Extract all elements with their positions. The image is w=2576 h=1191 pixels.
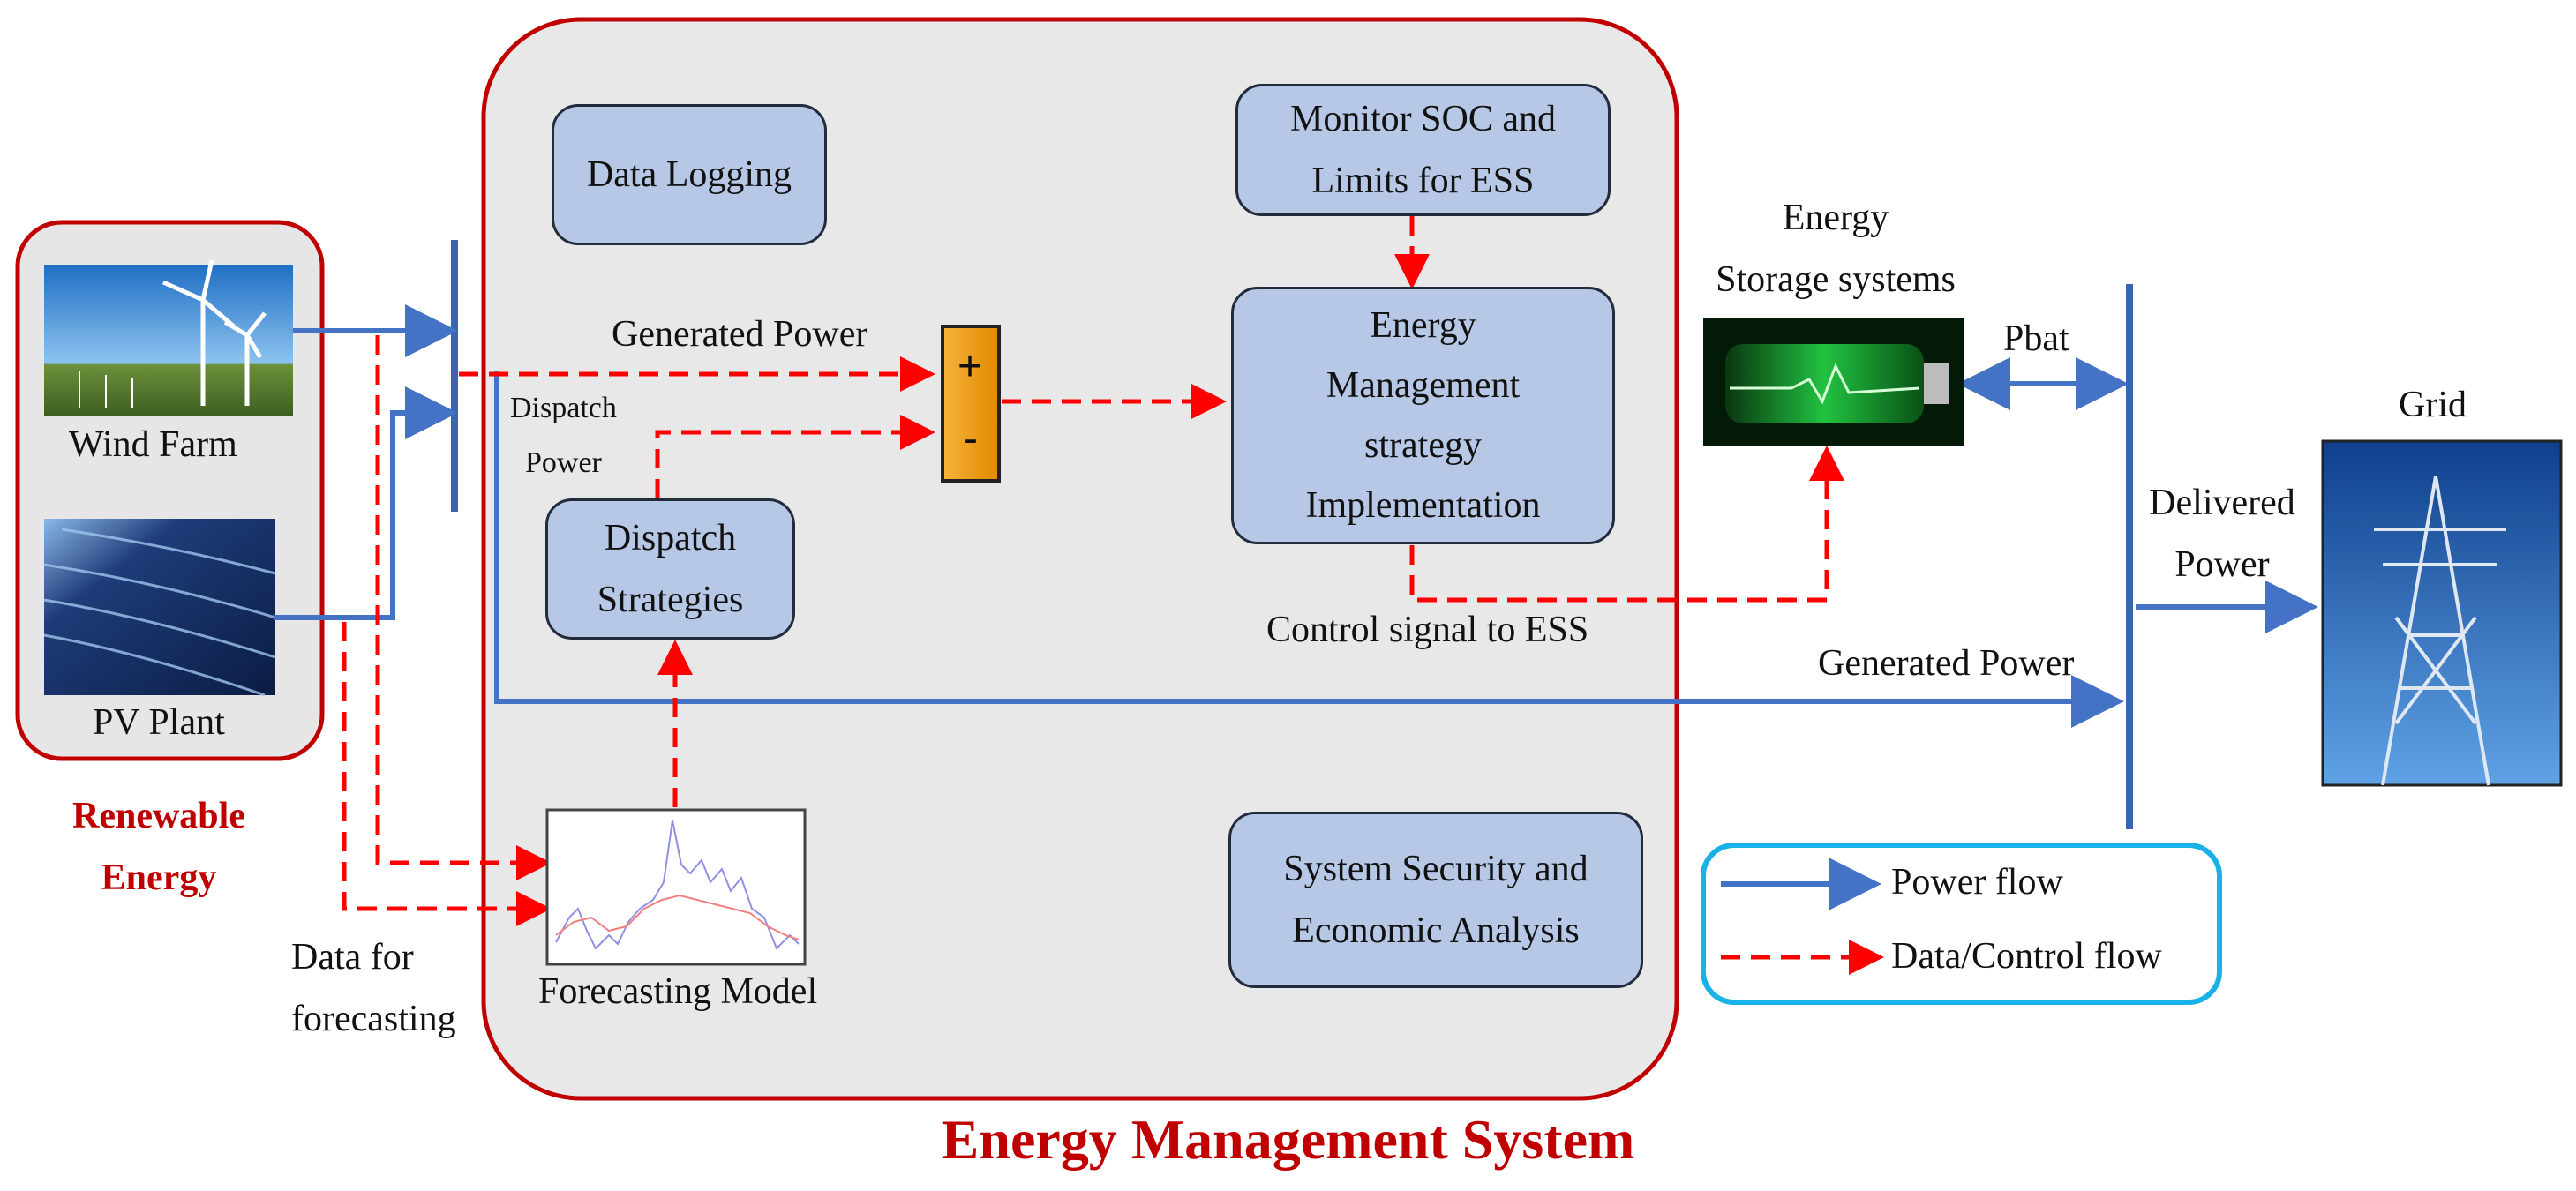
data-logging-block: Data Logging xyxy=(552,104,827,245)
generated-power-bottom-label: Generated Power xyxy=(1818,643,2075,684)
sum-plus-sign: + xyxy=(958,343,983,390)
legend-data-flow-label: Data/Control flow xyxy=(1891,936,2162,977)
dispatch-power-label: Dispatch Power xyxy=(510,392,617,479)
data-for-forecasting-label: Data for forecasting xyxy=(291,937,456,1039)
ems-strategy-block: Energy Management strategy Implementatio… xyxy=(1231,287,1615,544)
pbat-label: Pbat xyxy=(2003,318,2069,359)
delivered-power-label: Delivered Power xyxy=(2149,483,2295,585)
monitor-soc-block: Monitor SOC and Limits for ESS xyxy=(1235,84,1611,216)
forecasting-model-label: Forecasting Model xyxy=(538,971,818,1012)
power-lines xyxy=(274,240,2318,829)
ess-label: Energy Storage systems xyxy=(1716,198,1956,300)
legend-power-flow-label: Power flow xyxy=(1891,862,2063,903)
wind-farm-label: Wind Farm xyxy=(69,424,237,465)
grid-tower-image xyxy=(2321,439,2563,787)
generated-power-top-label: Generated Power xyxy=(612,314,868,355)
control-signal-label: Control signal to ESS xyxy=(1266,610,1589,650)
ess-battery-image xyxy=(1703,318,1964,446)
forecasting-chart xyxy=(545,808,807,966)
security-analysis-block: System Security and Economic Analysis xyxy=(1228,812,1643,988)
data-lines xyxy=(342,216,1844,926)
dispatch-strategies-block: Dispatch Strategies xyxy=(545,498,795,640)
pv-plant-label: PV Plant xyxy=(93,702,225,743)
grid-label: Grid xyxy=(2399,385,2467,425)
pv-plant-image xyxy=(43,519,276,697)
summing-junction xyxy=(941,325,1001,483)
sum-minus-sign: - xyxy=(964,416,978,462)
renewable-energy-label: Renewable Energy xyxy=(72,796,245,898)
wind-farm-image xyxy=(44,259,293,416)
page-title: Energy Management System xyxy=(941,1108,1635,1171)
